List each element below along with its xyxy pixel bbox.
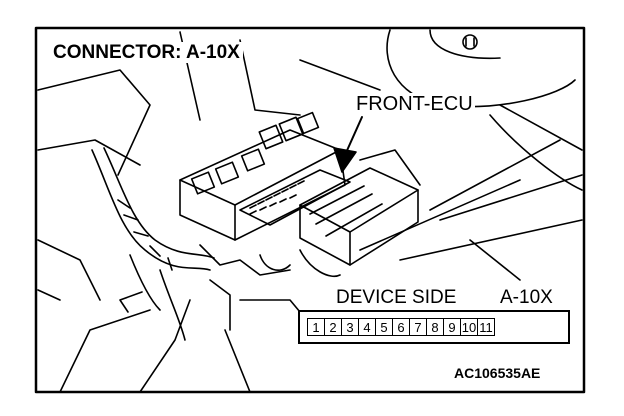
device-side-label: DEVICE SIDE [334,287,459,308]
connector-pin: 1 [307,318,325,336]
connector-pin: 11 [477,318,495,336]
figure-code: AC106535AE [452,365,543,381]
connector-pin: 7 [409,318,427,336]
connector-pin: 5 [375,318,393,336]
connector-pin: 2 [324,318,342,336]
connector-pin: 9 [443,318,461,336]
connector-pin: 4 [358,318,376,336]
front-ecu-label: FRONT-ECU [354,93,475,115]
connector-title: CONNECTOR: A-10X [50,42,243,63]
connector-pin: 6 [392,318,410,336]
connector-pin: 3 [341,318,359,336]
connector-pin: 8 [426,318,444,336]
connector-pin: 10 [460,318,478,336]
connector-pin-row: 1 2 3 4 5 6 7 8 9 10 11 [307,318,495,336]
device-connector-code: A-10X [498,287,555,308]
